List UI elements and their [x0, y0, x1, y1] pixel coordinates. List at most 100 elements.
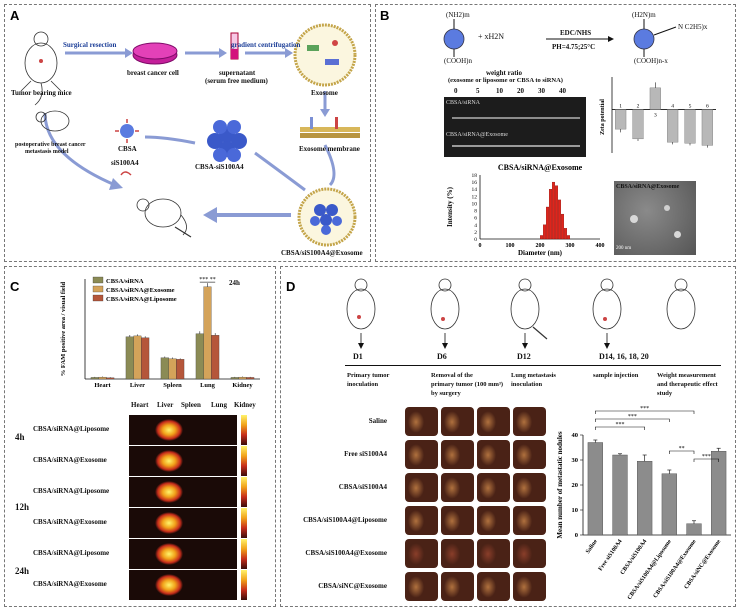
dls-y-tick: 2 — [474, 230, 477, 236]
ivis-organ-image — [129, 477, 237, 507]
fam-category-label: Spleen — [163, 382, 182, 389]
ivis-organ-image — [129, 446, 237, 476]
nodules-y-tick: 10 — [572, 507, 579, 514]
lung-photo — [441, 572, 474, 601]
conditions-bottom: PH=4.75;25°C — [552, 43, 596, 51]
lung-photo — [477, 539, 510, 568]
dls-y-tick: 18 — [472, 173, 478, 179]
loaded-exosome-icon — [297, 187, 357, 247]
time-12h: 12h — [15, 502, 30, 512]
dls-x-tick: 400 — [596, 243, 605, 249]
nodules-significance-bracket — [595, 418, 670, 422]
ratio-row: 0 5 10 20 30 40 — [454, 87, 574, 95]
nodules-category-label: CBSA/siS100A4 — [620, 539, 649, 576]
ivis-organ-image — [129, 539, 237, 569]
organ-header-item: Kidney — [234, 401, 256, 409]
fam-bar — [195, 333, 204, 380]
panel-b: B (NH2)m (COOH)n + xH2N EDC/NHS PH=4.75;… — [375, 4, 736, 262]
fam-bar — [141, 337, 150, 380]
lung-photo — [405, 506, 438, 535]
mouse-icon — [346, 278, 376, 330]
nodules-y-tick: 20 — [572, 482, 579, 489]
lung-photo — [405, 407, 438, 436]
zeta-category-label: 4 — [671, 104, 674, 110]
zeta-category-label: 3 — [654, 113, 657, 119]
gel-label-2: CBSA/siRNA@Exosome — [446, 132, 508, 138]
lung-photo — [513, 473, 546, 502]
ivis-color-scale — [241, 508, 247, 538]
cbsa-icon — [115, 119, 139, 143]
lung-photo — [477, 506, 510, 535]
timeline-axis — [345, 365, 721, 366]
nodules-significance-bracket — [669, 450, 695, 454]
lung-photo — [441, 539, 474, 568]
fam-bar — [203, 286, 212, 380]
timeline-event: Weight measurement and therapeutic effec… — [657, 372, 718, 397]
dls-y-tick: 4 — [474, 223, 477, 229]
panel-a-schematic — [20, 23, 360, 247]
dls-y-tick: 6 — [474, 216, 477, 222]
fam-legend-label: CBSA/siRNA — [106, 278, 144, 285]
timeline-event: Lung metastasis inoculation — [511, 372, 556, 388]
fam-bar — [90, 377, 99, 380]
fam-legend-label: CBSA/siRNA@Liposome — [106, 296, 177, 303]
mouse-icon — [510, 278, 548, 340]
postoperative-label-1: postoperative breast cancer — [15, 142, 86, 148]
gel-image-1: CBSA/siRNA — [444, 97, 586, 129]
dls-bar — [561, 213, 565, 240]
dls-bar — [564, 228, 568, 240]
lung-photo — [405, 440, 438, 469]
dls-bar — [558, 199, 562, 240]
group-row-label: CBSA/siS100A4@Exosome — [305, 549, 387, 557]
nodules-category-label: Free siS100A4 — [598, 539, 624, 573]
nodules-y-tick: 40 — [572, 432, 579, 439]
dls-x-label: Diameter (nm) — [518, 249, 563, 257]
nodules-y-label: Mean number of metastatic nodules — [556, 431, 564, 538]
dls-bar — [555, 185, 559, 240]
formula-right-group: N C2H5)x — [678, 23, 708, 31]
zeta-bar — [649, 87, 661, 110]
lung-photo — [513, 572, 546, 601]
tem-particle — [674, 231, 681, 238]
ratio-label: 0 — [454, 87, 458, 95]
gradient-centrifugation-label: gradient centrifugation — [231, 41, 301, 49]
formula-left-top: (NH2)m — [446, 11, 470, 19]
lung-photo — [405, 539, 438, 568]
loaded-exosome-label: CBSA/siS100A4@Exosome — [281, 249, 363, 257]
nodules-category-label: CBSA/siS100A4@Exosome — [653, 538, 698, 599]
cbsa-label: CBSA — [118, 145, 137, 153]
nodules-bar — [637, 461, 653, 536]
reaction-scheme — [443, 19, 677, 57]
zeta-category-label: 6 — [706, 104, 709, 110]
ivis-color-scale — [241, 477, 247, 507]
lung-photo — [513, 539, 546, 568]
formula-left-bottom: (COOH)n — [444, 57, 472, 65]
lung-photo — [405, 473, 438, 502]
formula-right-top: (H2N)m — [632, 11, 656, 19]
nodules-bar — [686, 523, 702, 536]
tumor-bearing-mice-label: Tumor bearing mice — [11, 89, 72, 97]
tumor-mouse-icon — [20, 31, 62, 106]
dls-title: CBSA/siRNA@Exosome — [498, 163, 583, 172]
petri-dish-icon — [132, 42, 178, 65]
dls-x-tick: 200 — [536, 243, 545, 249]
timeline-event: Removal of the primary tumor (100 mm³) b… — [431, 372, 504, 397]
dls-y-tick: 16 — [472, 180, 478, 186]
fam-bar — [125, 336, 134, 380]
timeline-event: Primary tumor inoculation — [347, 372, 390, 388]
sis100a4-label: siS100A4 — [111, 159, 139, 167]
nodules-bar — [612, 454, 628, 536]
panel-c-label: C — [10, 279, 20, 294]
postoperative-label-2: metastasis model — [25, 149, 69, 155]
nodules-significance-label: ** — [679, 446, 685, 452]
dls-y-tick: 0 — [474, 237, 477, 243]
dls-x-tick: 300 — [566, 243, 575, 249]
lung-photo — [441, 506, 474, 535]
organ-header-item: Spleen — [181, 401, 201, 409]
nodules-y-tick: 30 — [572, 457, 579, 464]
fam-legend-swatch — [92, 276, 104, 284]
timeline-day: D6 — [437, 352, 447, 361]
